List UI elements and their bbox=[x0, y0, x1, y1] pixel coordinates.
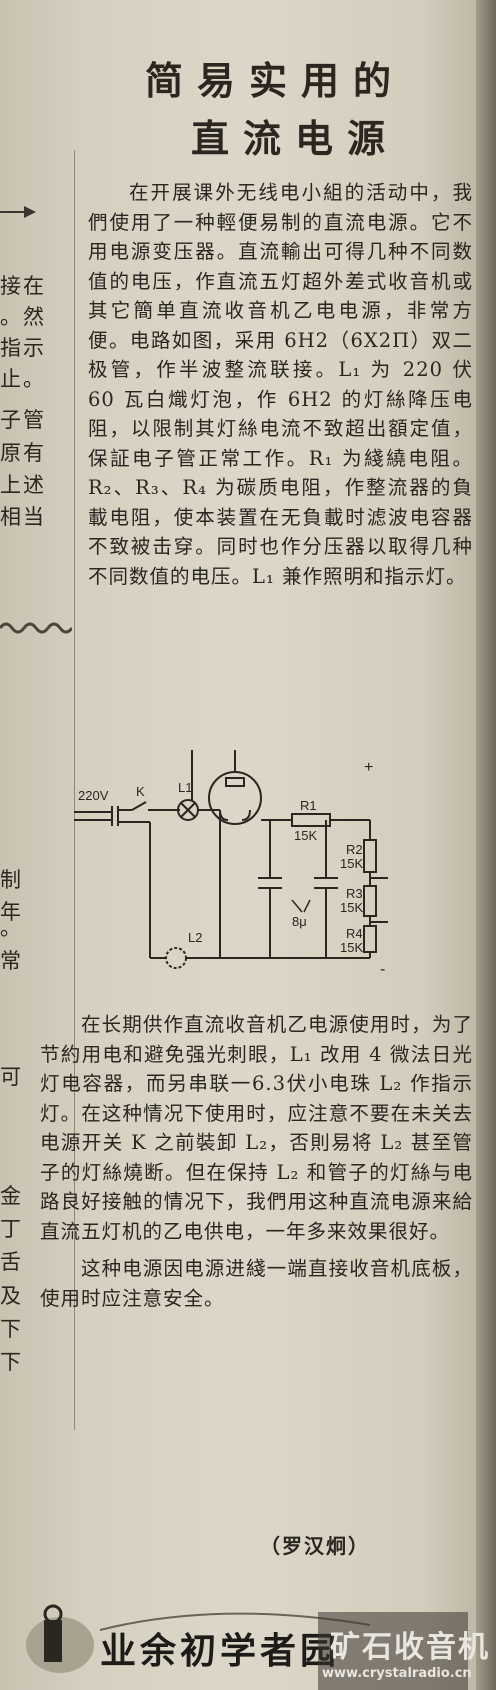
left-fragment: 下 bbox=[0, 1317, 23, 1341]
r4-value: 15K bbox=[340, 940, 363, 955]
paragraph: 在长期供作直流收音机乙电源使用时，为了节約用电和避免强光刺眼，L₁ 改用 4 微… bbox=[40, 1013, 473, 1243]
left-fragment: 相当 bbox=[0, 505, 46, 529]
left-fragment: 年 bbox=[0, 900, 23, 924]
left-fragment: 指示 bbox=[0, 336, 46, 360]
left-fragment: 及 bbox=[0, 1284, 23, 1308]
paragraph: 在开展课外无线电小組的活动中，我們使用了一种輕便易制的直流电源。它不用电源变压器… bbox=[88, 181, 473, 588]
left-fragment: 制 bbox=[0, 868, 23, 892]
plus-terminal-label: + bbox=[364, 759, 373, 776]
input-voltage-label: 220V bbox=[78, 788, 109, 803]
wave-ornament-icon bbox=[0, 622, 72, 634]
left-fragment: 下 bbox=[0, 1350, 23, 1374]
left-fragment: 子管 bbox=[0, 408, 46, 432]
r2-label: R2 bbox=[346, 842, 363, 857]
article-title-line2: 直流电源 bbox=[190, 116, 399, 161]
circuit-diagram: 220V K L1 L2 R1 15K R2 15K R3 15K R4 15K… bbox=[74, 750, 388, 978]
left-fragment: 接在 bbox=[0, 274, 46, 298]
switch-label: K bbox=[136, 784, 145, 799]
arrow-ornament-icon bbox=[0, 206, 36, 218]
left-fragment: 上述 bbox=[0, 473, 46, 497]
paragraph: 这种电源因电源进綫一端直接收音机底板，使用时应注意安全。 bbox=[40, 1257, 473, 1310]
column-name: 业余初学者园 bbox=[100, 1630, 341, 1672]
watermark-url: www.crystalradio.cn bbox=[322, 1666, 472, 1681]
r4-label: R4 bbox=[346, 926, 363, 941]
left-fragment: 金 bbox=[0, 1184, 23, 1208]
lamp1-label: L1 bbox=[178, 780, 192, 795]
author-credit: （罗汉炯） bbox=[260, 1534, 370, 1558]
left-column-fragments: 接在 。然 指示 止。 子管 原有 上述 相当 制 年 。 常 可 金 丁 舌 … bbox=[0, 0, 72, 1690]
left-fragment: 止。 bbox=[0, 367, 46, 391]
left-fragment: 原有 bbox=[0, 441, 46, 465]
left-fragment: 。 bbox=[0, 916, 23, 940]
left-fragment: 常 bbox=[0, 949, 23, 973]
r3-label: R3 bbox=[346, 886, 363, 901]
left-fragment: 舌 bbox=[0, 1250, 23, 1274]
r3-value: 15K bbox=[340, 900, 363, 915]
article-body-bottom: 在长期供作直流收音机乙电源使用时，为了节約用电和避免强光刺眼，L₁ 改用 4 微… bbox=[40, 1010, 473, 1313]
r1-value: 15K bbox=[294, 828, 317, 843]
r1-label: R1 bbox=[300, 798, 317, 813]
article-title-line1: 简易实用的 bbox=[144, 58, 405, 103]
lamp2-label: L2 bbox=[188, 930, 202, 945]
column-banner-ornament bbox=[26, 1604, 371, 1673]
left-fragment: 可 bbox=[0, 1065, 23, 1089]
watermark-backdrop bbox=[318, 1612, 468, 1690]
left-fragment: 。然 bbox=[0, 305, 46, 329]
r2-value: 15K bbox=[340, 856, 363, 871]
left-fragment: 丁 bbox=[0, 1217, 23, 1241]
column-divider bbox=[74, 150, 75, 1430]
page-spine-shadow bbox=[476, 0, 496, 1690]
article-body-top: 在开展课外无线电小組的活动中，我們使用了一种輕便易制的直流电源。它不用电源变压器… bbox=[88, 178, 473, 591]
watermark-title: 矿石收音机 bbox=[330, 1630, 490, 1665]
minus-terminal-label: - bbox=[380, 961, 385, 978]
capacitor-label: 8μ bbox=[292, 914, 307, 929]
